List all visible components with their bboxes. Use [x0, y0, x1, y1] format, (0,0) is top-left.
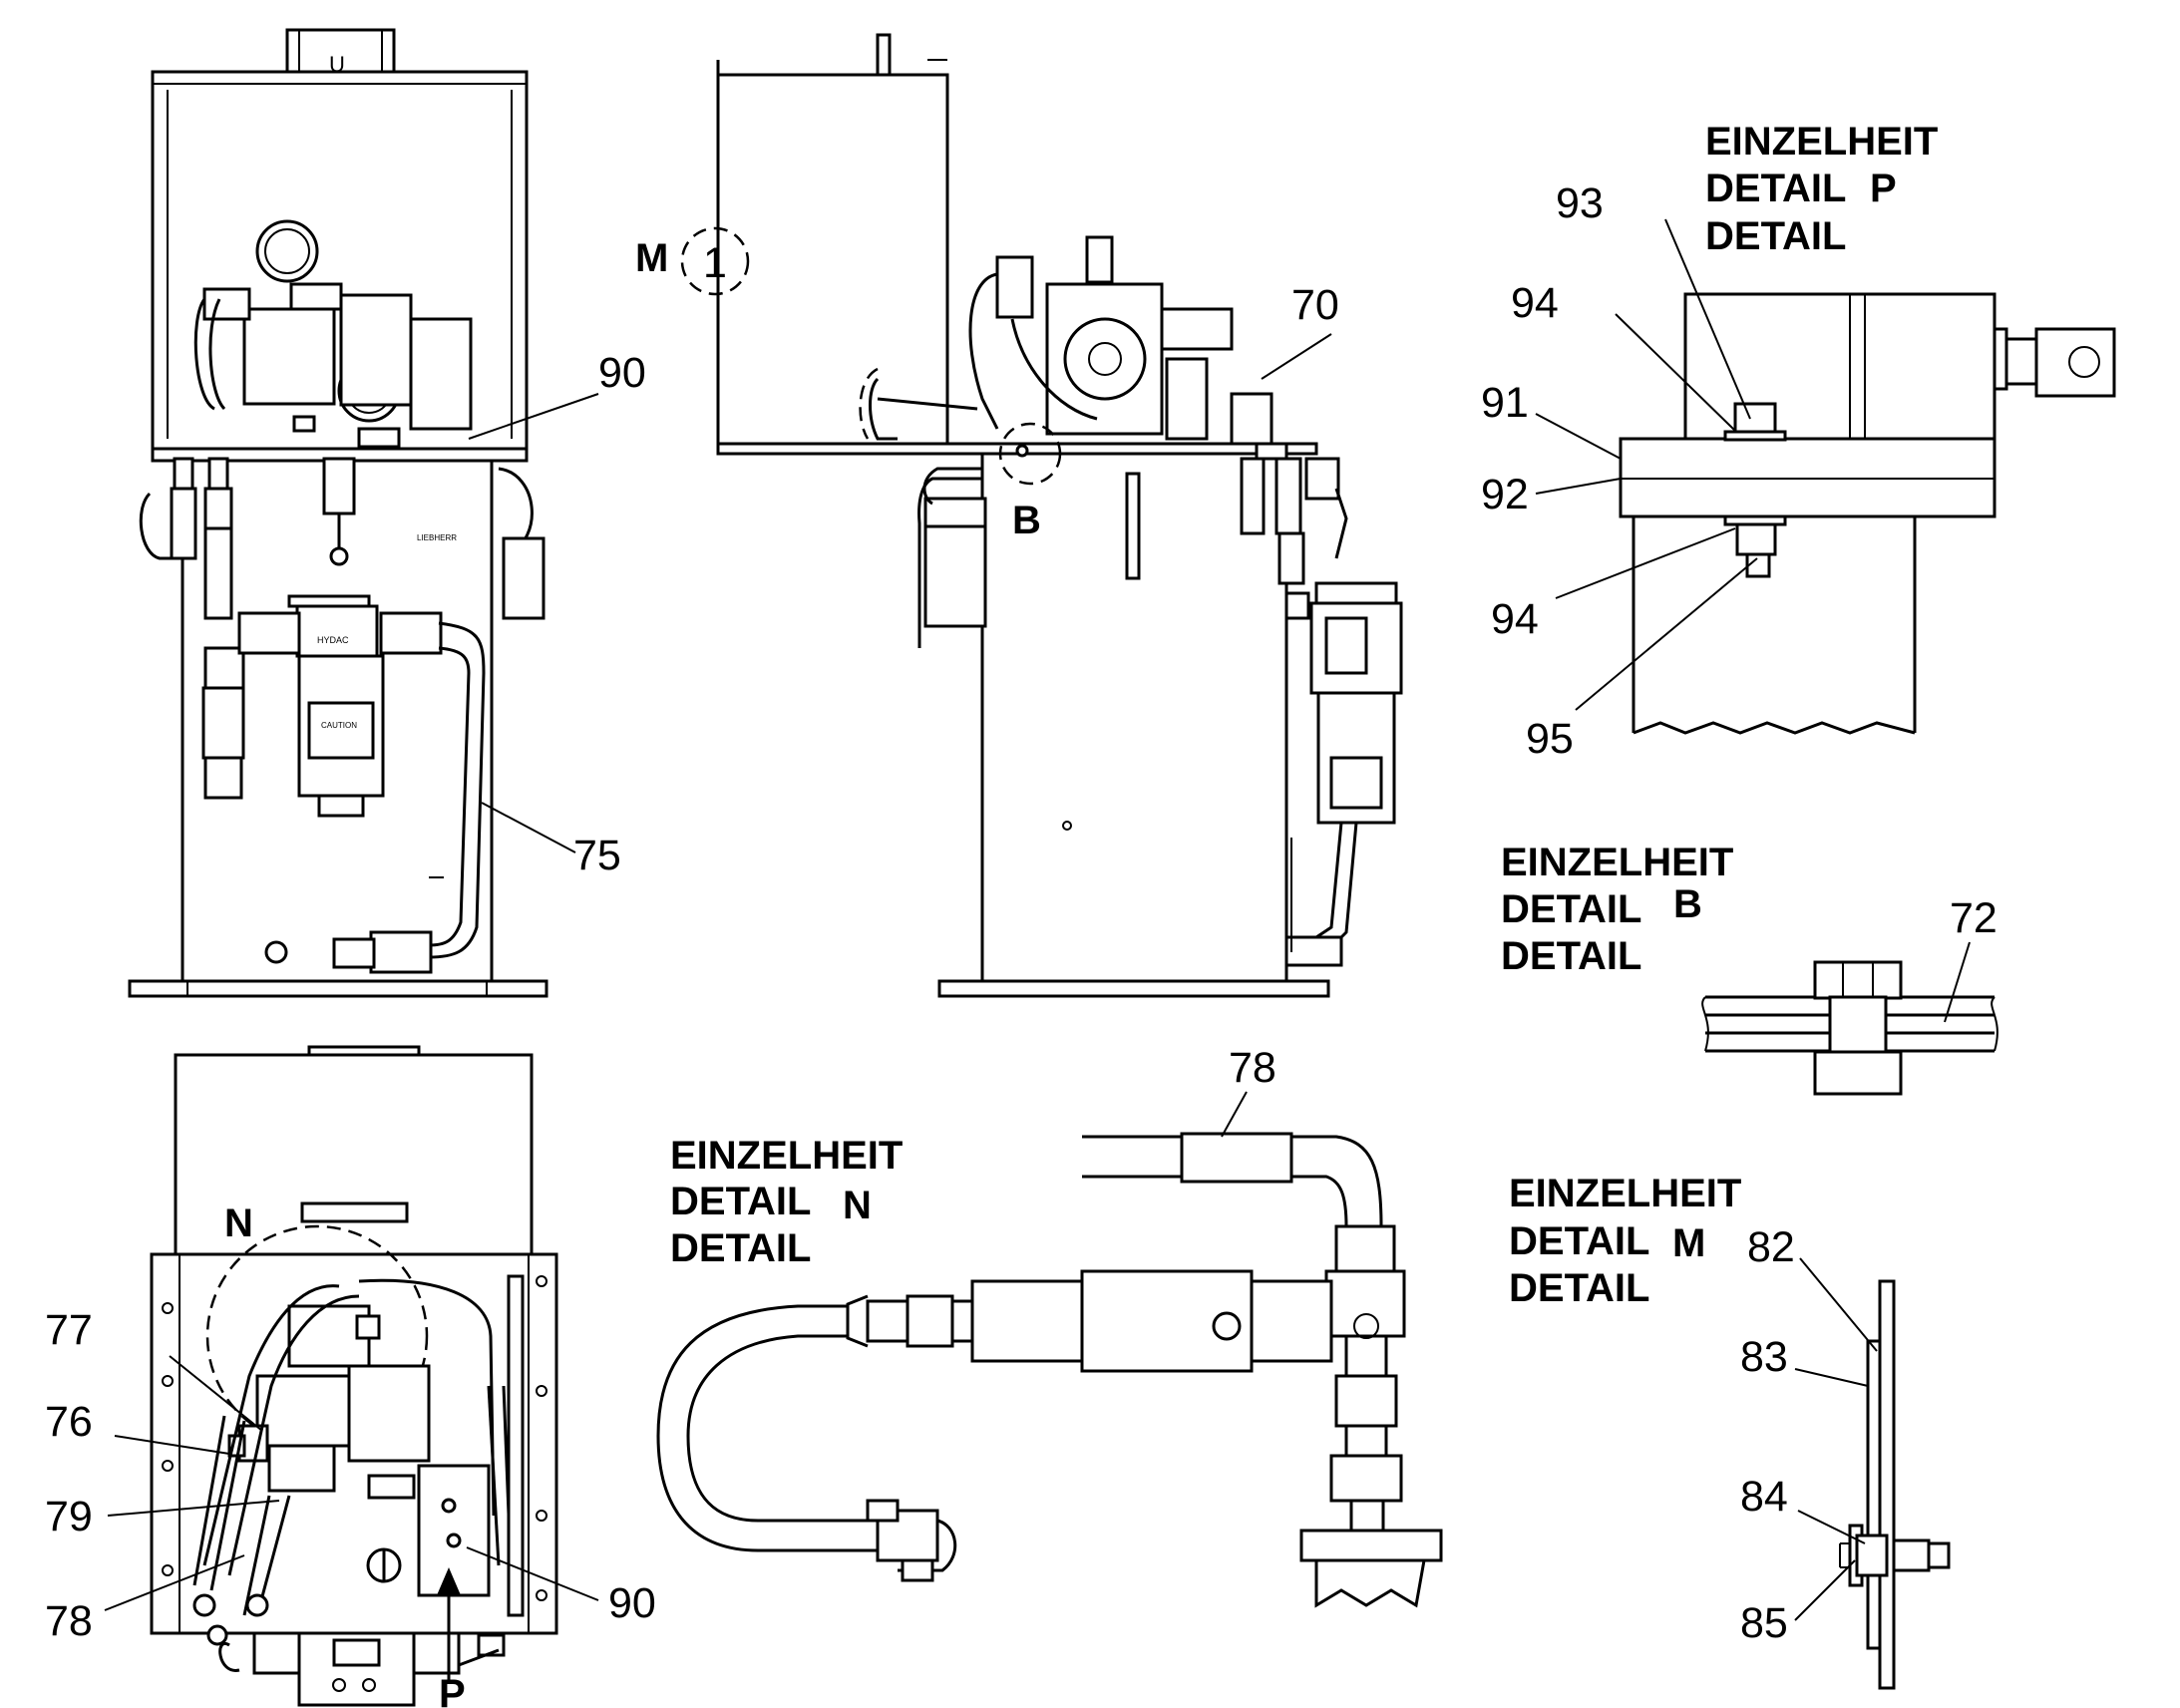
callout-93: 93	[1556, 179, 1604, 227]
view-marker-p: P	[439, 1672, 466, 1708]
callout-90-bottom: 90	[608, 1579, 656, 1627]
detail-m-drawing	[1839, 1279, 1951, 1690]
detail-n-line3: DETAIL	[670, 1226, 811, 1270]
detail-p-line1: EINZELHEIT	[1705, 120, 1938, 164]
front-view: U	[128, 28, 548, 998]
callout-72: 72	[1950, 894, 1998, 942]
callout-95: 95	[1526, 715, 1574, 763]
detail-p-line3: DETAIL	[1705, 214, 1846, 258]
detail-m-letter: M	[1672, 1221, 1705, 1265]
callout-94-top: 94	[1511, 279, 1559, 327]
detail-m-line3: DETAIL	[1509, 1266, 1649, 1310]
callout-75: 75	[573, 832, 621, 879]
view-marker-m-circle: 1	[703, 239, 727, 287]
callout-77: 77	[45, 1306, 93, 1354]
detail-b-letter: B	[1673, 882, 1702, 926]
callout-84: 84	[1740, 1473, 1788, 1521]
callout-85: 85	[1740, 1599, 1788, 1647]
detail-n-line2: DETAIL	[670, 1180, 811, 1223]
detail-b-drawing	[1701, 960, 1998, 1096]
filter-brand-label: HYDAC	[317, 635, 349, 645]
callout-90-top: 90	[598, 349, 646, 397]
callout-94-bottom: 94	[1491, 595, 1539, 643]
detail-p-letter: P	[1870, 167, 1897, 210]
detail-p-heading: EINZELHEIT DETAIL P DETAIL	[1705, 120, 1938, 258]
detail-b-line2: DETAIL	[1501, 887, 1641, 931]
detail-m-line2: DETAIL	[1509, 1219, 1649, 1263]
callout-78-view: 78	[45, 1597, 93, 1645]
callout-70: 70	[1291, 281, 1339, 329]
detail-n-heading: EINZELHEIT DETAIL N DETAIL	[670, 1134, 903, 1270]
detail-m-line1: EINZELHEIT	[1509, 1172, 1741, 1215]
detail-n-line1: EINZELHEIT	[670, 1134, 903, 1178]
view-marker-m: M	[635, 236, 668, 280]
detail-b-line1: EINZELHEIT	[1501, 841, 1733, 884]
filter-caution-label: CAUTION	[321, 721, 357, 730]
top-view	[150, 1045, 558, 1707]
detail-n-letter: N	[843, 1184, 872, 1227]
callout-91: 91	[1481, 379, 1529, 427]
callout-79: 79	[45, 1493, 93, 1540]
callout-76: 76	[45, 1398, 93, 1446]
callout-92: 92	[1481, 471, 1529, 518]
view-marker-b: B	[1012, 499, 1041, 542]
callout-83: 83	[1740, 1333, 1788, 1381]
detail-m-heading: EINZELHEIT DETAIL M DETAIL	[1509, 1172, 1741, 1310]
side-view	[680, 33, 1403, 998]
detail-n-drawing	[656, 1132, 1443, 1608]
view-marker-n: N	[224, 1201, 253, 1245]
detail-p-line2: DETAIL	[1705, 167, 1846, 210]
detail-b-heading: EINZELHEIT DETAIL B DETAIL	[1501, 841, 1733, 978]
detail-b-line3: DETAIL	[1501, 934, 1641, 978]
callout-82: 82	[1747, 1223, 1795, 1271]
tank-brand-label: LIEBHERR	[417, 533, 457, 542]
callout-78-detail: 78	[1229, 1044, 1276, 1092]
detail-p-drawing	[1619, 292, 2116, 735]
